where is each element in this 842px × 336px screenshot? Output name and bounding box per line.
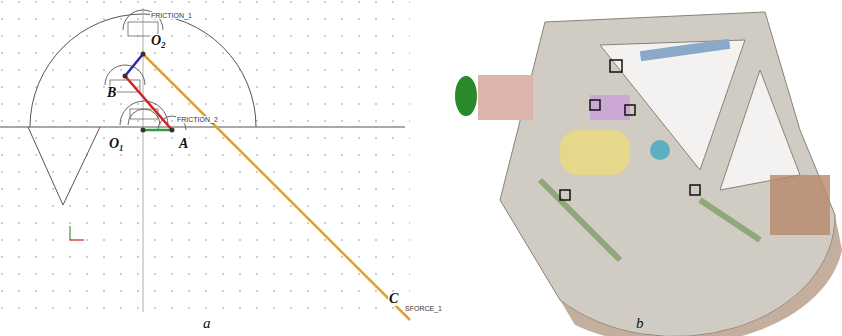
point-label: C — [388, 292, 399, 306]
cylinder-part — [560, 130, 630, 175]
point-label: B — [106, 86, 117, 100]
joint-point — [141, 52, 146, 57]
point-label: O₁ — [108, 137, 125, 151]
side-bracket — [770, 175, 830, 235]
sensor-part — [650, 140, 670, 160]
point-label: O₂ — [150, 34, 167, 48]
marker-square — [625, 105, 635, 115]
top-rod — [640, 39, 731, 61]
motor-box — [478, 75, 533, 120]
frame-cutout — [720, 70, 800, 190]
marker-square — [690, 185, 700, 195]
marker-square — [610, 60, 622, 72]
axis-triad — [69, 226, 70, 240]
frame-plate — [500, 12, 835, 336]
point-label: A — [178, 137, 189, 151]
link-o1-a — [143, 129, 172, 132]
wheel-disc — [455, 76, 477, 116]
housing-part — [590, 95, 630, 120]
joint-symbol — [105, 65, 145, 85]
joint-point — [170, 128, 175, 133]
link-b-o2 — [125, 54, 143, 76]
link-o2-c — [143, 54, 410, 320]
marker-square — [590, 100, 600, 110]
force-tag: SFORCE_1 — [404, 305, 443, 312]
joint-point — [123, 74, 128, 79]
ground-line — [0, 127, 405, 128]
panel-letter: b — [636, 316, 644, 331]
joint-point — [141, 128, 146, 133]
axis-triad — [70, 239, 84, 240]
panel-letter: a — [203, 316, 211, 331]
joint-tag: FRICTION_1 — [150, 12, 193, 19]
joint-tag: FRICTION_2 — [176, 116, 219, 123]
strut-part — [700, 200, 760, 240]
ground-wedge — [28, 127, 100, 205]
sketch-grid — [0, 0, 410, 312]
strut-part — [540, 180, 620, 260]
link-a-b — [125, 76, 172, 130]
marker-square — [560, 190, 570, 200]
